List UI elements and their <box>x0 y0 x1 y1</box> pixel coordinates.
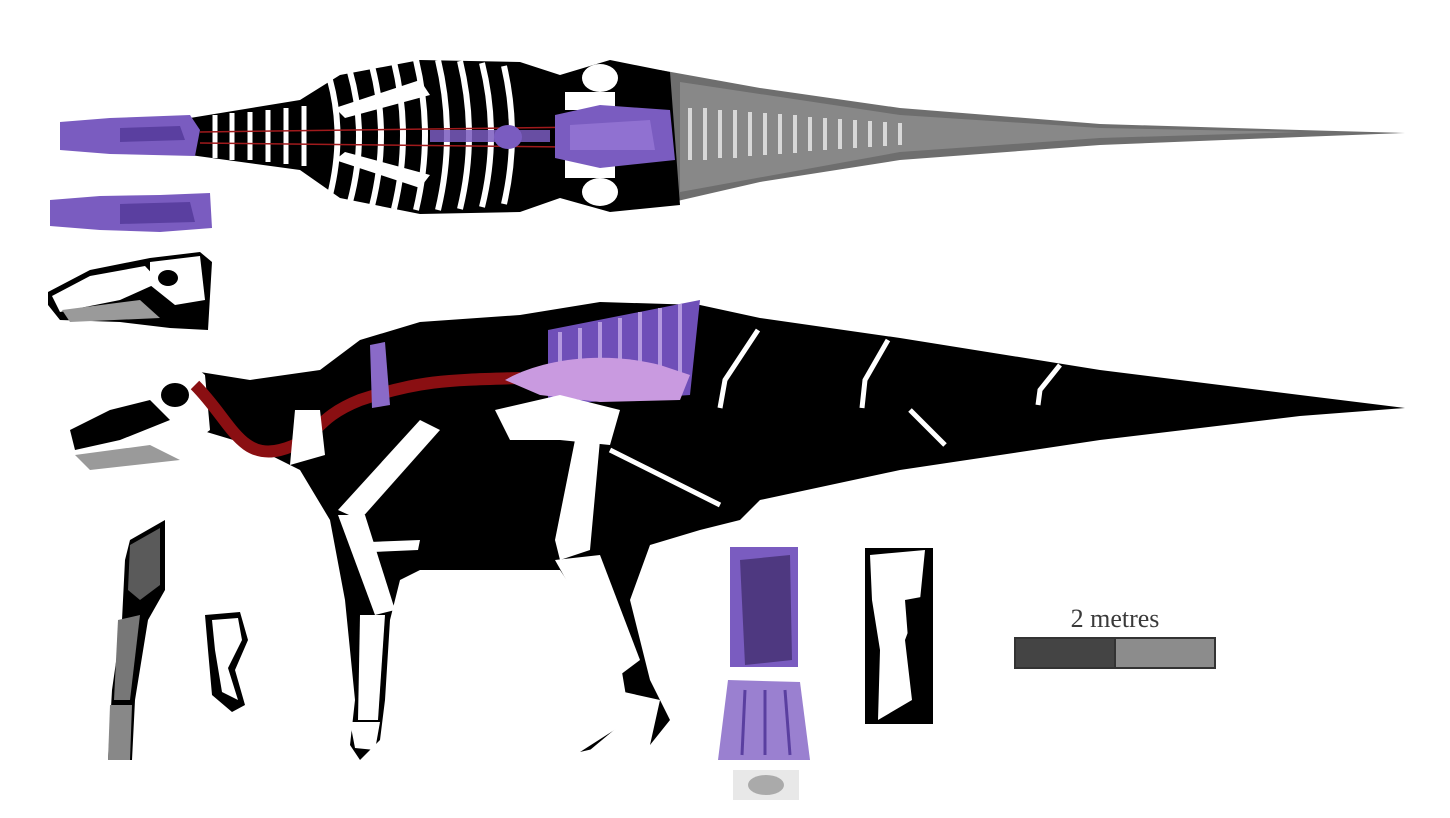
scale-bar-dark-segment <box>1014 637 1116 669</box>
skull-lateral <box>48 252 212 330</box>
lateral-view-skeleton <box>60 300 1405 760</box>
limb-element-small <box>205 612 248 712</box>
scale-bar-light-segment <box>1114 637 1216 669</box>
scale-bar-label: 2 metres <box>1070 604 1160 633</box>
tail-chevrons <box>608 328 1062 508</box>
dorsal-view-skeleton <box>60 59 1405 214</box>
lateral-body <box>175 302 1405 760</box>
foot-element-purple <box>718 547 810 800</box>
scale-bar <box>1014 637 1216 669</box>
skull-dorsal <box>50 193 212 232</box>
fossil-strip-left <box>108 520 165 760</box>
limb-bones <box>290 395 660 750</box>
ilium-purple <box>505 357 690 402</box>
limb-element-right <box>865 548 933 724</box>
